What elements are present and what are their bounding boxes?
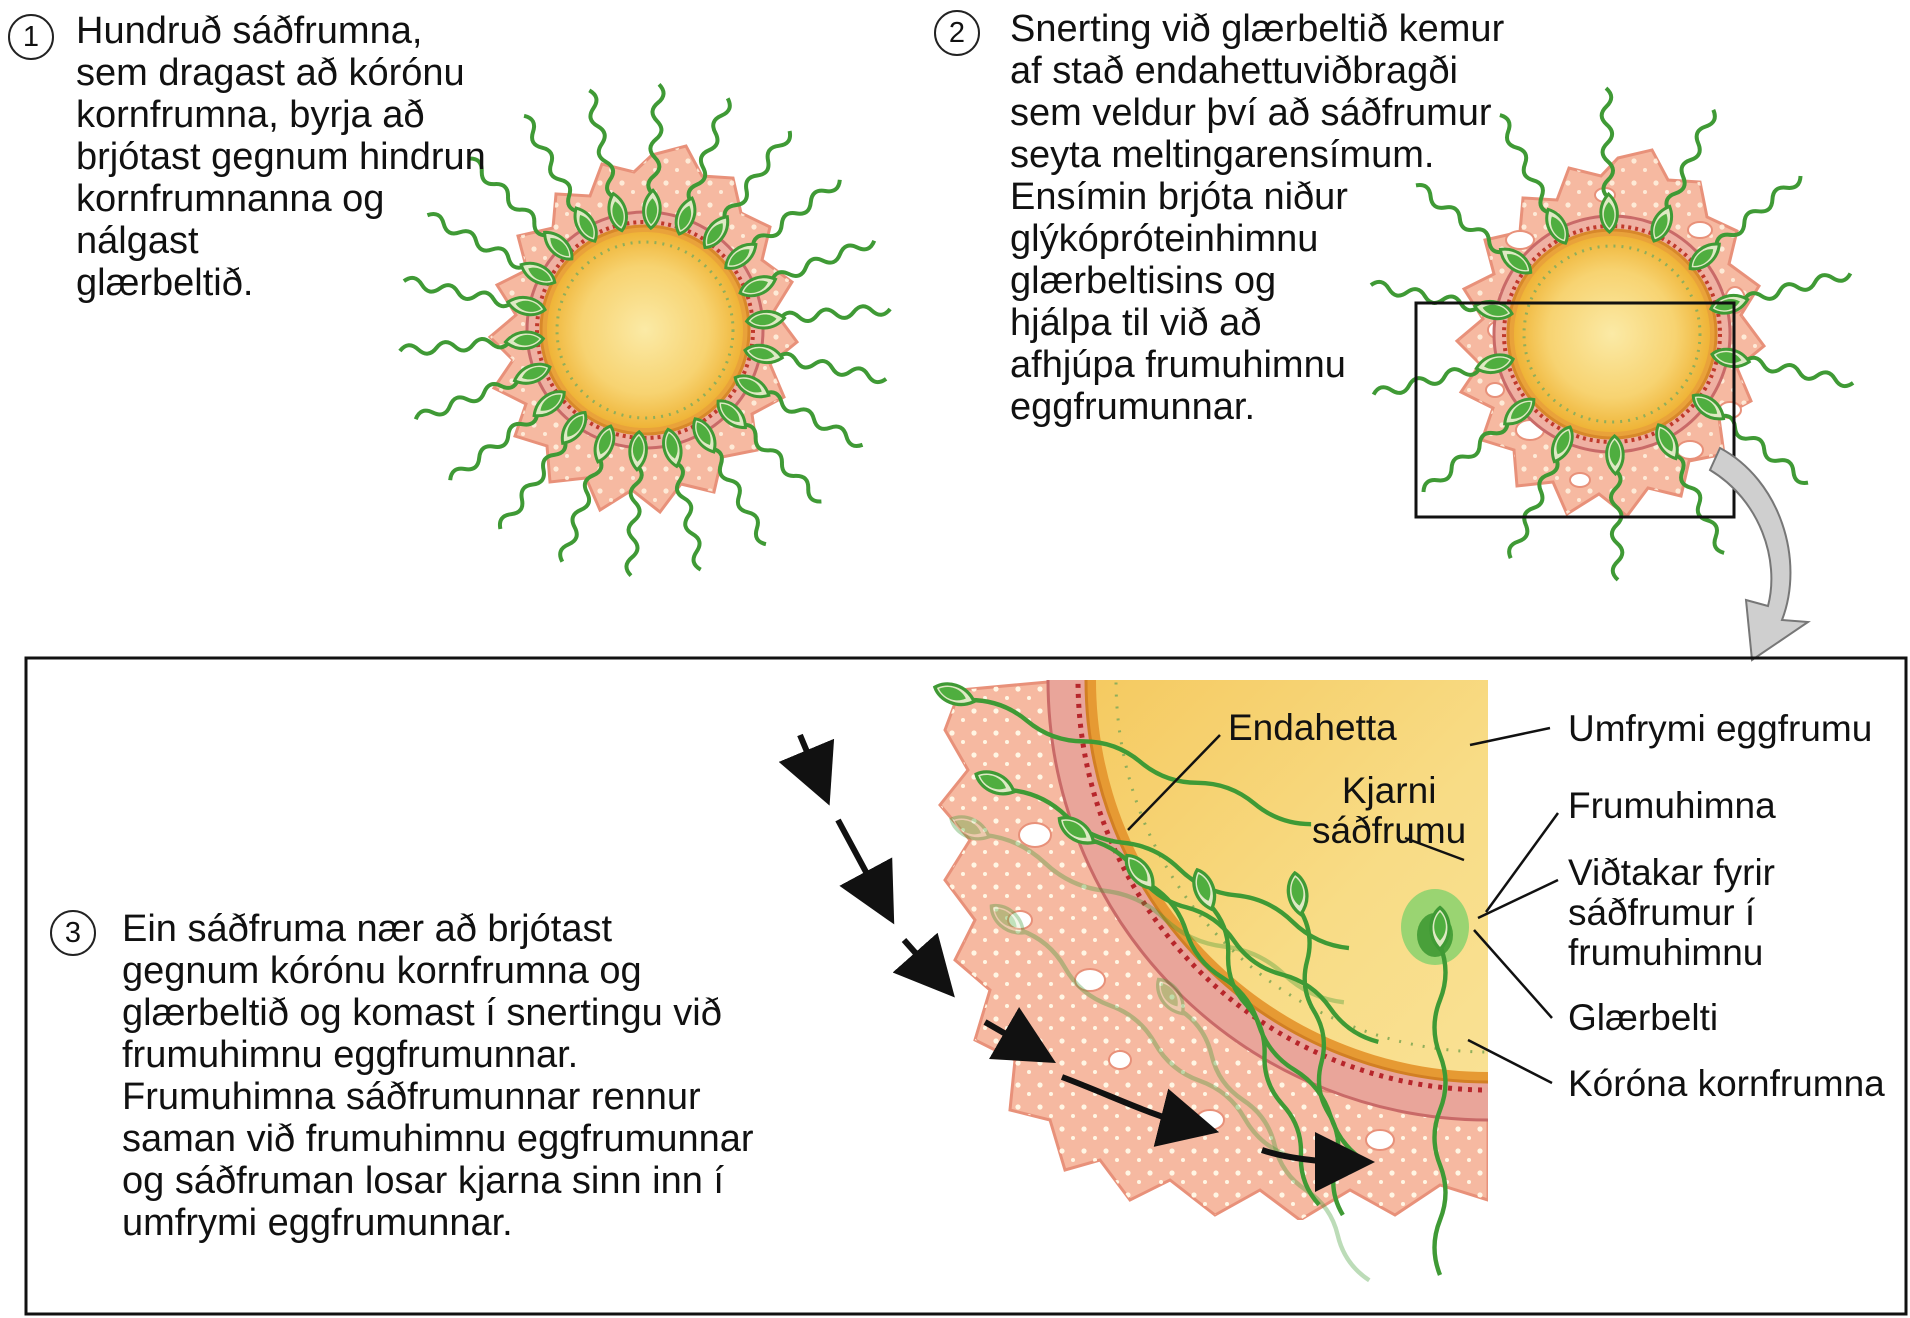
sperm-cell bbox=[716, 399, 822, 504]
zoom-arrow bbox=[1708, 446, 1811, 662]
step-1-text: Hundruð sáðfrumna, sem dragast að kórónu… bbox=[76, 10, 486, 304]
sperm-cell bbox=[1650, 109, 1717, 243]
sperm-cell bbox=[1192, 867, 1321, 1207]
sperm-cell bbox=[642, 83, 666, 231]
sperm-cell bbox=[662, 427, 702, 572]
sperm-cell bbox=[989, 903, 1291, 1159]
step-3-text: Ein sáðfruma nær að brjótast gegnum kóró… bbox=[122, 908, 754, 1244]
sperm-cell bbox=[1599, 86, 1619, 234]
sperm-cell bbox=[733, 374, 864, 448]
sperm-cell bbox=[1655, 423, 1725, 555]
sperm-cell bbox=[624, 429, 648, 577]
sperm-group-1 bbox=[398, 83, 892, 577]
sperm-cell bbox=[426, 212, 557, 286]
label-corona-radiata: Kóróna kornfrumna bbox=[1568, 1063, 1885, 1104]
sperm-cell bbox=[468, 156, 574, 261]
sperm-cell bbox=[1499, 113, 1569, 245]
sperm-cell bbox=[1688, 175, 1803, 271]
label-acrosome: Endahetta bbox=[1228, 707, 1397, 748]
sperm-cell bbox=[932, 682, 1312, 827]
sperm-cell bbox=[523, 113, 598, 243]
label-cytoplasm: Umfrymi eggfrumu bbox=[1568, 708, 1873, 749]
label-zona-pellucida: Glærbelti bbox=[1568, 997, 1719, 1038]
label-sperm-nucleus: Kjarni sáðfrumu bbox=[1312, 770, 1467, 851]
sperm-cell bbox=[558, 424, 616, 563]
label-receptors: Viðtakar fyrir sáðfrumur í frumuhimnu bbox=[1568, 852, 1775, 973]
sperm-cell bbox=[674, 97, 732, 236]
detail-panel-frame bbox=[24, 656, 1908, 1316]
sperm-cell bbox=[692, 417, 767, 547]
egg-illustration-2 bbox=[1454, 148, 1767, 519]
step-2-number: 2 bbox=[934, 10, 980, 56]
sperm-cell bbox=[448, 390, 566, 481]
sperm-cell bbox=[1156, 977, 1371, 1283]
sperm-cell bbox=[398, 330, 546, 356]
sperm-cell bbox=[743, 343, 888, 385]
sperm-cell bbox=[413, 362, 552, 421]
label-leader-lines bbox=[1127, 726, 1560, 1085]
step-2-text: Snerting við glærbeltið kemur af stað en… bbox=[1010, 8, 1505, 428]
sperm-cell bbox=[588, 88, 628, 233]
sperm-cell bbox=[1605, 434, 1625, 582]
sperm-cell bbox=[402, 275, 547, 317]
sperm-cell bbox=[724, 179, 842, 270]
sperm-cell bbox=[949, 815, 1345, 1005]
sperm-cell bbox=[1371, 353, 1516, 396]
zoom-region-box bbox=[1414, 301, 1736, 519]
egg-cytoplasm-1 bbox=[547, 232, 743, 428]
step-1-number: 1 bbox=[8, 14, 54, 60]
sperm-cell bbox=[1421, 397, 1536, 493]
sperm-cell bbox=[738, 239, 877, 298]
step-3-number: 3 bbox=[50, 910, 96, 956]
label-plasma-membrane: Frumuhimna bbox=[1568, 785, 1776, 826]
sperm-cell bbox=[1415, 183, 1533, 275]
sperm-cell bbox=[1429, 905, 1451, 1276]
sperm-cell bbox=[1507, 425, 1574, 559]
motion-arrows bbox=[778, 733, 1375, 1192]
sperm-cell bbox=[702, 130, 793, 250]
sperm-cell bbox=[497, 410, 588, 530]
sperm-cell bbox=[744, 304, 892, 330]
egg-cytoplasm-2 bbox=[1514, 236, 1710, 432]
